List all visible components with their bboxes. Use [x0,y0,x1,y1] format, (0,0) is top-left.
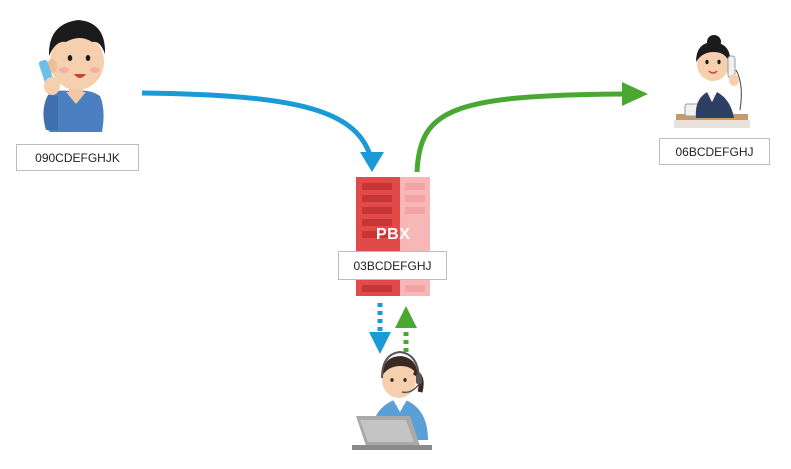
incoming-call-arrow [141,90,375,163]
operator-number-label: 06BCDEFGHJ [659,138,770,165]
outgoing-call-arrowhead [622,82,648,106]
caller-number-label: 090CDEFGHJK [16,144,139,171]
incoming-call-arrowhead [360,152,384,172]
outgoing-call-arrow [414,91,626,173]
call-center-agent-icon [352,350,432,450]
office-worker-phone-icon [674,35,750,128]
caller-person-icon [38,20,106,132]
pbx-number-label: 03BCDEFGHJ [338,251,447,280]
agent-to-pbx-arrowhead [395,306,417,328]
pbx-to-agent-arrowhead [369,332,391,354]
pbx-title: PBX [376,226,411,243]
